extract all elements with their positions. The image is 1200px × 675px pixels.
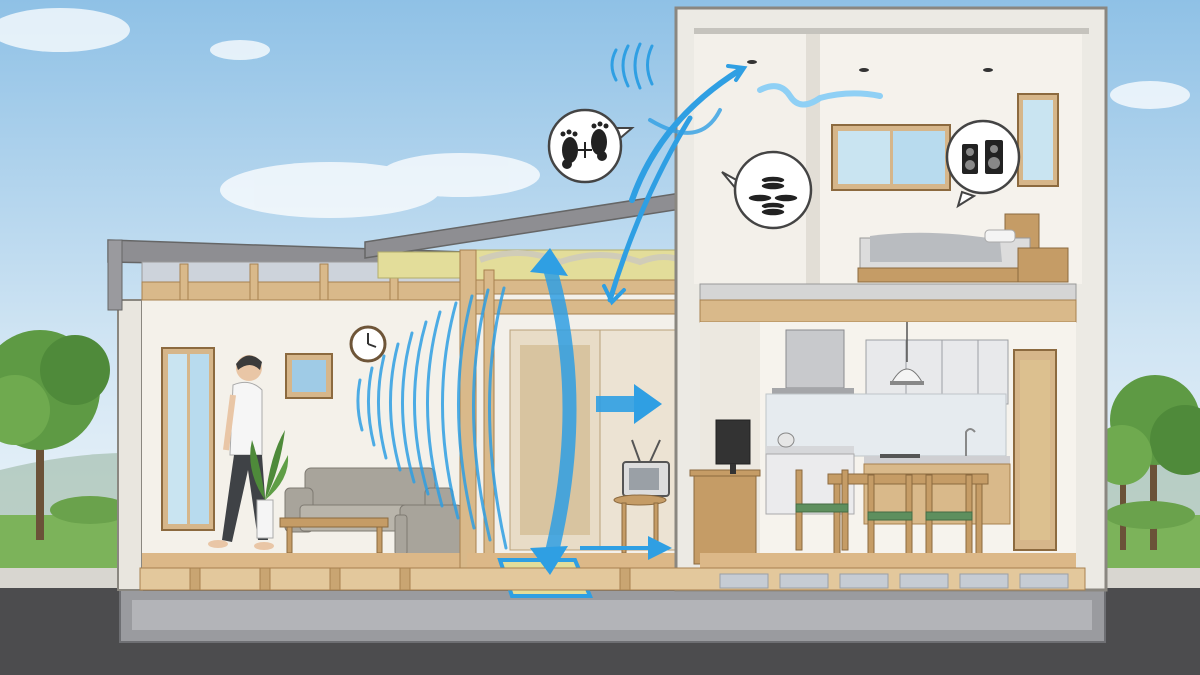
vertical-sound-arrow [530, 248, 577, 575]
kettle [777, 432, 795, 448]
living-room-floor [142, 553, 472, 568]
ceiling-joists [141, 263, 468, 301]
clouds [0, 8, 1190, 218]
armchair [394, 504, 463, 556]
television-icon [622, 439, 670, 497]
upper-floor-structure [699, 283, 1077, 323]
nightstand [1017, 247, 1069, 283]
sound-wave-icon [356, 286, 508, 550]
upward-sound-arrow [602, 64, 883, 306]
footsteps-icon [547, 108, 635, 184]
left-wing-exterior-wall [117, 299, 143, 591]
tree-left [0, 330, 110, 540]
ceiling-lights [747, 60, 993, 72]
dining-chairs [795, 469, 973, 556]
hallway-doorway [509, 329, 681, 551]
pendant-lamp [890, 322, 924, 385]
faucet [965, 428, 976, 456]
upper-sound-wave-icon [610, 42, 654, 90]
clock-icon [349, 325, 387, 363]
coins-icon [721, 150, 813, 230]
hedge [50, 496, 1195, 529]
bed [857, 213, 1040, 283]
living-room-window [161, 347, 215, 531]
monitor [715, 419, 751, 474]
bedroom-side-window [1017, 93, 1059, 187]
desk [689, 469, 761, 565]
range-hood [772, 329, 854, 394]
kitchen-door [1013, 349, 1057, 551]
potted-plant [250, 430, 289, 539]
wall-picture [285, 353, 333, 399]
subfloor-framing [139, 567, 1086, 591]
kitchen-floor [700, 553, 1076, 568]
horizontal-sound-arrow [596, 384, 662, 424]
bedroom-window [831, 124, 951, 191]
loft-insulation [466, 249, 693, 281]
loft-floor-framing [466, 279, 693, 315]
speakers-icon [945, 119, 1021, 209]
coffee-table [279, 517, 389, 554]
